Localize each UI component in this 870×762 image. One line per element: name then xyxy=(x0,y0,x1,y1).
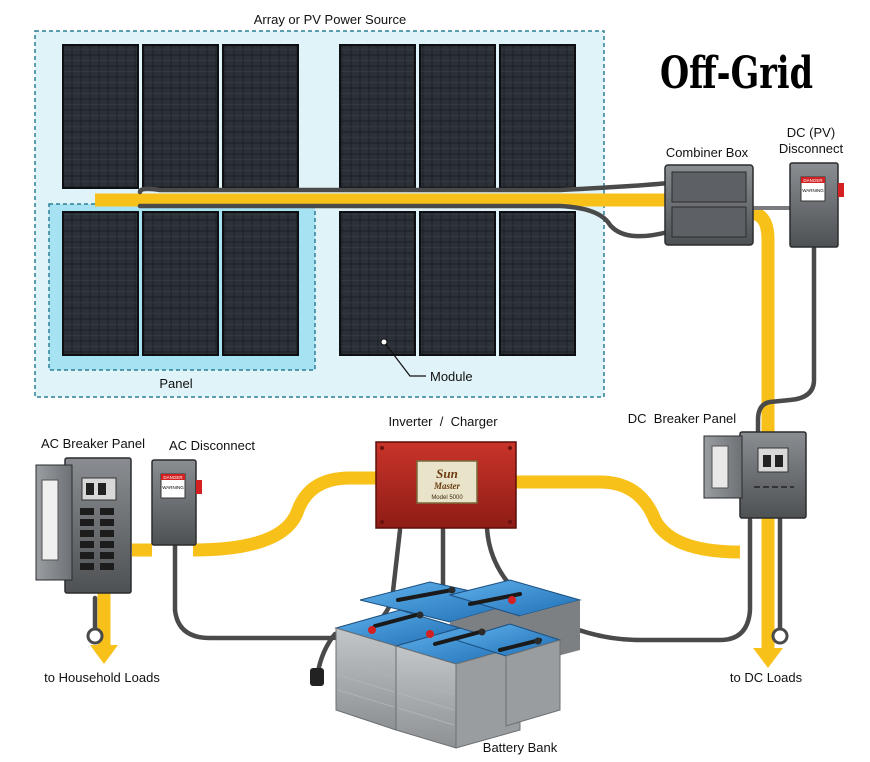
ac-disconnect-warning-body: WARNING xyxy=(162,485,184,490)
ac-breaker-panel xyxy=(35,457,132,594)
dc-breaker-panel xyxy=(703,431,807,519)
ac-disconnect-warning-header: DANGER xyxy=(163,475,183,480)
dc-disconnect-label-line1: DC (PV) xyxy=(787,125,835,140)
dc-breaker-panel-label: DC Breaker Panel xyxy=(628,411,736,426)
inverter-charger: Sun Master Model 5000 xyxy=(375,441,517,529)
solar-module xyxy=(222,44,299,189)
module-pointer-line xyxy=(383,341,426,377)
dc-loads-label: to DC Loads xyxy=(730,670,803,685)
solar-module xyxy=(339,211,416,356)
module-label: Module xyxy=(430,369,473,384)
household-loads-arrow xyxy=(90,645,118,664)
battery-bank xyxy=(334,579,582,749)
solar-module xyxy=(339,44,416,189)
inverter-brand-line2: Master xyxy=(433,481,461,491)
array-label: Array or PV Power Source xyxy=(254,12,406,27)
dc-disconnect-warning-body: WARNING xyxy=(802,188,824,193)
battery xyxy=(454,623,562,727)
dc-pv-disconnect: DANGER WARNING xyxy=(789,162,844,248)
module-pointer-dot xyxy=(380,338,388,346)
dc-disconnect-handle xyxy=(838,183,844,197)
ac-disconnect-label: AC Disconnect xyxy=(169,438,255,453)
dc-loads-arrow xyxy=(753,648,783,668)
solar-module xyxy=(419,211,496,356)
diagram-title: Off-Grid xyxy=(660,48,813,99)
battery xyxy=(394,627,522,749)
ac-ground-terminal xyxy=(86,627,104,645)
solar-module xyxy=(142,211,219,356)
array-cable-bottom xyxy=(137,203,671,239)
combiner-box-label: Combiner Box xyxy=(666,145,749,160)
inverter-model: Model 5000 xyxy=(431,495,463,501)
solar-module xyxy=(499,211,576,356)
dc-disconnect-label-line2: Disconnect xyxy=(779,141,844,156)
solar-module-group-top xyxy=(62,44,576,189)
solar-module xyxy=(62,211,139,356)
array-cable-top xyxy=(137,180,671,195)
combiner-box xyxy=(664,164,754,246)
ac-breaker-panel-label: AC Breaker Panel xyxy=(41,436,145,451)
battery-straps xyxy=(373,588,542,652)
inverter-to-ac-disconnect-wire xyxy=(192,471,378,557)
inverter-to-dc-breaker-wire xyxy=(515,475,741,559)
battery-plug xyxy=(310,668,324,686)
solar-module xyxy=(62,44,139,189)
panel-label: Panel xyxy=(159,376,192,391)
dc-disconnect-warning-header: DANGER xyxy=(803,178,823,183)
solar-module xyxy=(142,44,219,189)
ac-disconnect: DANGER WARNING xyxy=(151,459,202,546)
solar-module-group-bottom xyxy=(62,211,576,356)
household-loads-label: to Household Loads xyxy=(44,670,160,685)
disconnect-to-dc-breaker-cable xyxy=(755,245,817,435)
inverter-nameplate xyxy=(416,460,478,504)
battery-bank-label: Battery Bank xyxy=(483,740,558,755)
dc-ground-terminal xyxy=(771,627,789,645)
solar-module xyxy=(222,211,299,356)
ac-disconnect-handle xyxy=(196,480,202,494)
inverter-brand-line1: Sun xyxy=(436,466,458,481)
inverter-label: Inverter / Charger xyxy=(388,414,498,429)
solar-module xyxy=(499,44,576,189)
solar-module xyxy=(419,44,496,189)
inverter-to-dc-breaker-cable xyxy=(484,517,753,643)
power-flow-wires xyxy=(95,193,775,650)
